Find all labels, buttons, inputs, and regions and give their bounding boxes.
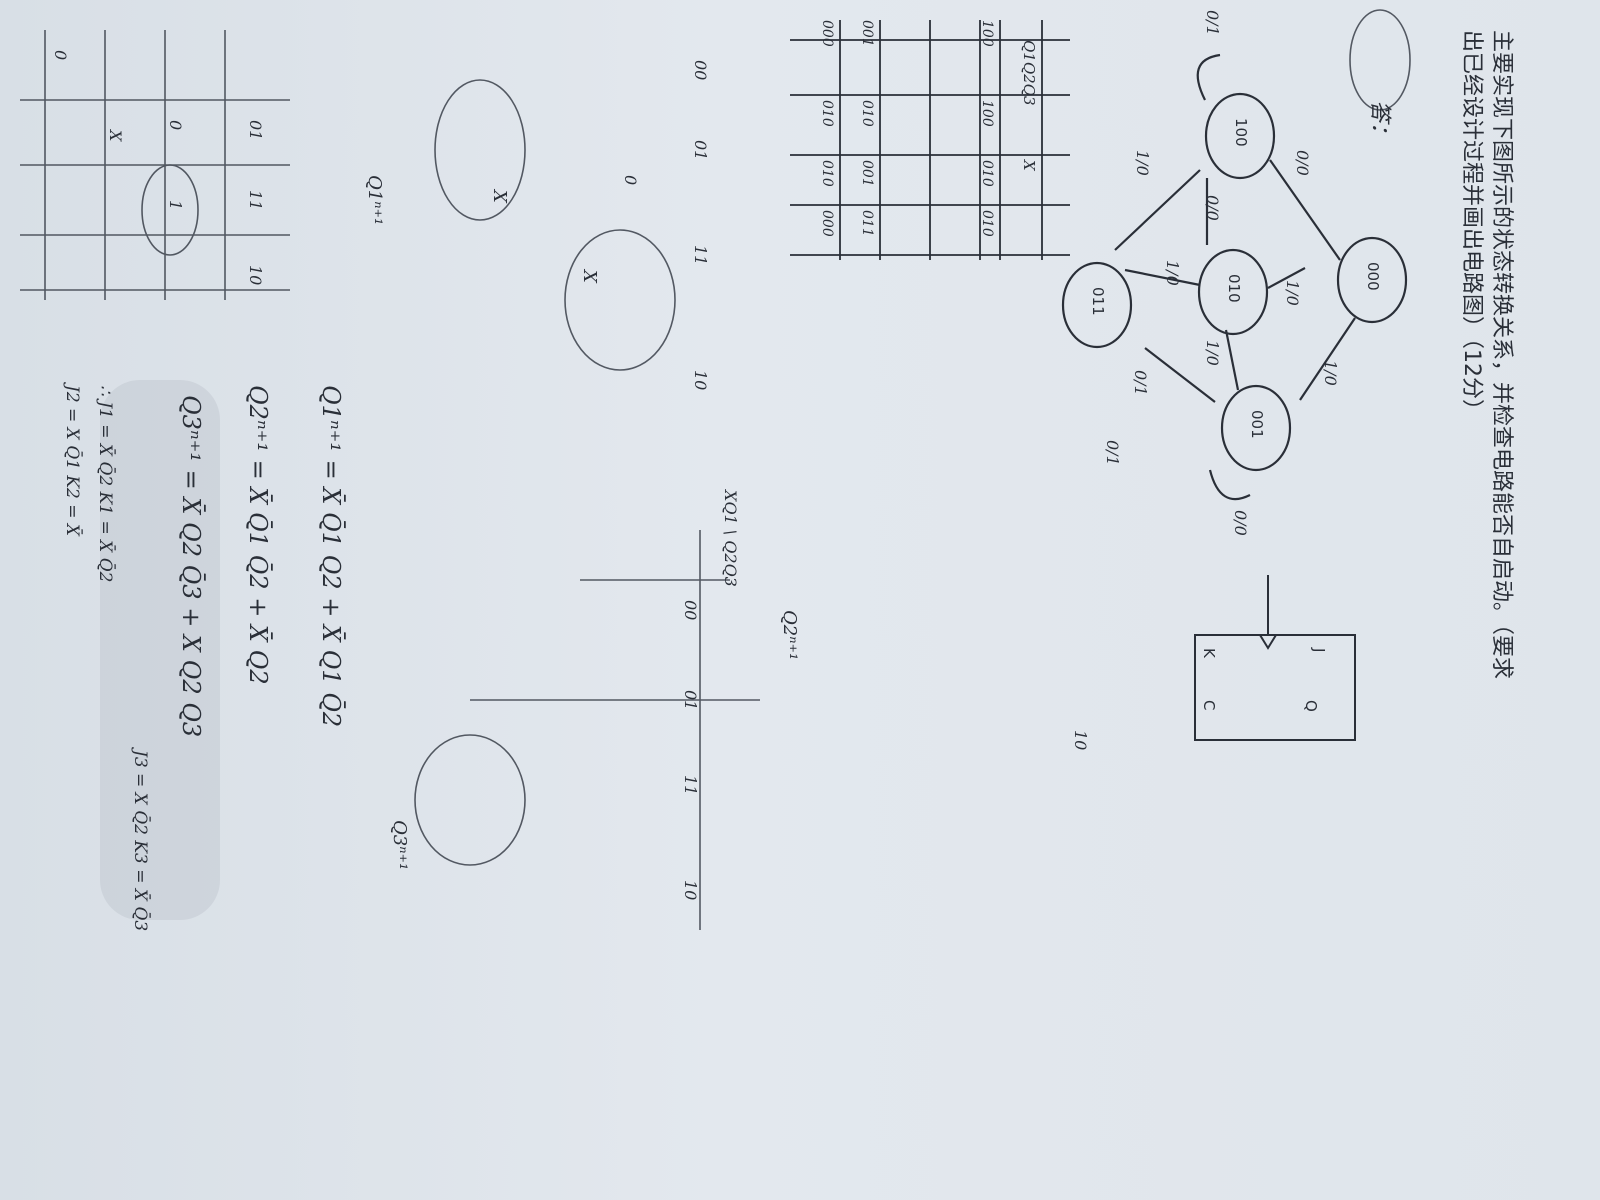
equation-q2: Q2ⁿ⁺¹ = X̄ Q̄1 Q̄2 + X̄ Q2: [244, 385, 272, 685]
question-line-1: 出已经设计过程并画出电路图）（12分）: [1459, 30, 1484, 421]
karnaugh-map-grids: [20, 9, 1411, 930]
flipflop-pin-c: C: [1200, 700, 1218, 711]
kmap-small-col: 11: [246, 190, 265, 211]
state-table-cell: 010: [979, 210, 995, 237]
transition-label: 1/0: [1283, 280, 1302, 306]
answer-label: 答：: [1367, 100, 1392, 145]
transition-arrow: [1114, 169, 1201, 251]
kmap-q1-cell: X: [579, 270, 600, 283]
kmap-q2-col: 00: [681, 600, 700, 621]
flipflop-pin-k: K: [1200, 648, 1218, 658]
kmap-small-cell: X: [106, 130, 125, 142]
transition-label: 1/0: [1321, 360, 1340, 386]
state-table-header: X: [1020, 160, 1038, 171]
equation-j2-k2: J2 = X Q̄1 K2 = X̄: [62, 385, 82, 537]
jk-flipflop-symbol: [1194, 575, 1356, 741]
equation-j3-k3: J3 = X Q̄2 K3 = X̄ Q̄3: [130, 750, 150, 932]
flipflop-pin-j: J: [1310, 648, 1328, 653]
equation-q3: Q3ⁿ⁺¹ = X̄ Q2 Q̄3 + X Q2 Q3: [177, 395, 205, 738]
state-010-label: 010: [1225, 274, 1243, 303]
state-010-node: [1197, 248, 1269, 336]
kmap-q2-col: 01: [681, 690, 700, 711]
scan-smudge: [100, 380, 220, 920]
kmap-small-col: 10: [246, 265, 265, 286]
state-000-label: 000: [1364, 262, 1382, 291]
state-table-header: Q1Q2Q3: [1020, 40, 1038, 106]
kmap-small-cell: 0: [166, 120, 185, 131]
kmap-q1-col: 10: [691, 370, 710, 391]
kmap-q2-col: 10: [681, 880, 700, 901]
flipflop-pin-q: Q: [1302, 700, 1320, 712]
kmap-small-col: 01: [246, 120, 265, 141]
state-000-node: [1336, 236, 1408, 324]
kmap-small-cell: 1: [166, 200, 185, 211]
kmap-small-cell: 0: [51, 50, 70, 61]
transition-arrow: [1299, 317, 1356, 401]
transition-label: 0/0: [1293, 150, 1312, 176]
state-table-cell: 000: [819, 20, 835, 47]
transition-label: 0/0: [1231, 510, 1250, 536]
state-table-cell: 001: [859, 160, 875, 187]
transition-label: 0/1: [1131, 370, 1150, 396]
kmap-q1-cell: 0: [621, 175, 640, 186]
transition-arrow: [1269, 159, 1341, 261]
self-loop: [1208, 469, 1251, 501]
question-line-2: 主要实现下图所示的状态转换关系，并检查电路能否自启动。（要求: [1489, 30, 1514, 680]
state-001-label: 001: [1248, 410, 1266, 439]
state-table-cell: 011: [859, 210, 875, 237]
transition-arrow: [1267, 267, 1306, 289]
transition-label: 1/0: [1163, 260, 1182, 286]
transition-arrow: [1224, 329, 1240, 391]
state-table-cell: 100: [979, 100, 995, 127]
transition-label: 0/1: [1103, 440, 1122, 466]
transition-label: 1/0: [1133, 150, 1152, 176]
equation-j1-k1: ∴ J1 = X̄ Q̄2 K1 = X̄ Q̄2: [95, 385, 115, 583]
state-table-grid: [790, 20, 1070, 260]
transition-label: 0/0: [1203, 195, 1222, 221]
state-table-cell: 000: [819, 210, 835, 237]
state-table-cell: 010: [859, 100, 875, 127]
kmap-q2-corner: XQ1 \ Q2Q3: [721, 490, 740, 587]
state-table-cell: 010: [819, 160, 835, 187]
state-100-label: 100: [1232, 118, 1250, 147]
kmap-q1-col: 11: [691, 245, 710, 266]
kmap-q1-title: Q1ⁿ⁺¹: [364, 175, 385, 226]
state-011-label: 011: [1089, 287, 1107, 316]
kmap-q1-col: 00: [691, 60, 710, 81]
state-table-cell: 010: [819, 100, 835, 127]
state-001-node: [1220, 384, 1292, 472]
state-diagram: [1061, 53, 1408, 501]
kmap-q2-title: Q2ⁿ⁺¹: [779, 610, 800, 661]
state-table-cell: 001: [859, 20, 875, 47]
state-table-cell: 100: [979, 20, 995, 47]
equation-q1: Q1ⁿ⁺¹ = X̄ Q̄1 Q2 + X̄ Q1 Q̄2: [317, 385, 345, 728]
kmap-q1-col: 01: [691, 140, 710, 161]
transition-label: 0/1: [1203, 10, 1222, 36]
kmap-q1-cell: X: [489, 190, 510, 203]
transition-arrow: [1144, 347, 1216, 403]
state-011-node: [1061, 261, 1133, 349]
kmap-q3-col: 10: [1071, 730, 1090, 751]
self-loop: [1196, 53, 1221, 101]
kmap-q3-title: Q3ⁿ⁺¹: [389, 820, 410, 871]
state-table-cell: 010: [979, 160, 995, 187]
state-100-node: [1204, 92, 1276, 180]
transition-arrow: [1124, 268, 1201, 287]
transition-label: 1/0: [1203, 340, 1222, 366]
kmap-q2-col: 11: [681, 775, 700, 796]
